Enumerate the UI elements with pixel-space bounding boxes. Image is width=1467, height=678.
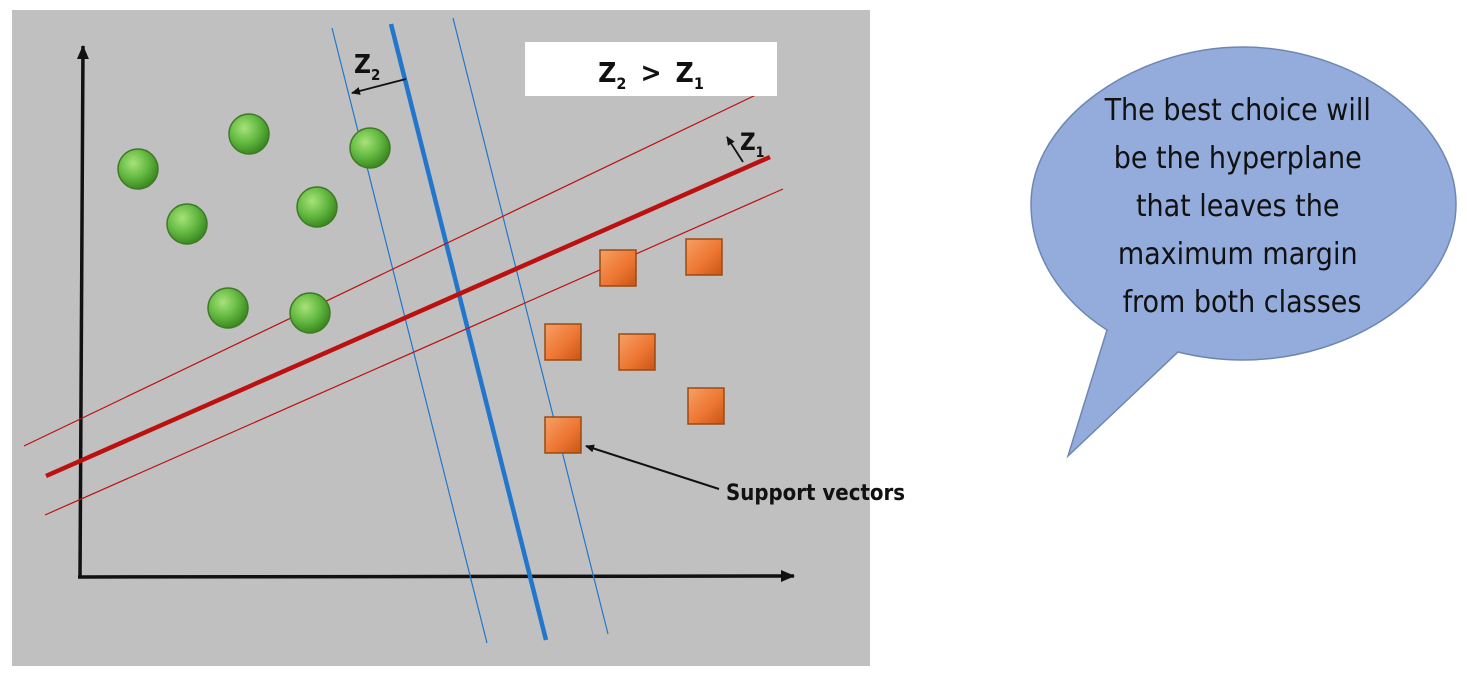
comparison-box-background <box>525 42 777 96</box>
plot-background <box>12 10 870 666</box>
callout-line: be the hyperplane <box>1114 141 1362 176</box>
callout-bubble: The best choice will be the hyperplane t… <box>1030 46 1457 459</box>
circle-point <box>296 186 338 228</box>
comparison-left-sub: 2 <box>616 74 626 93</box>
callout-line: from both classes <box>1123 285 1362 320</box>
y-axis <box>76 45 89 579</box>
comparison-operator: > <box>640 56 661 89</box>
square-point <box>618 333 656 371</box>
z1-margin-line-upper <box>23 91 763 447</box>
callout-line: maximum margin <box>1118 237 1358 272</box>
circle-class-points <box>117 113 391 334</box>
z2-margin-label-group: Z2 <box>351 50 407 95</box>
square-point <box>544 323 582 361</box>
callout-line: The best choice will <box>1104 93 1371 128</box>
square-point <box>599 249 637 287</box>
support-vectors-annotation: Support vectors <box>585 444 905 506</box>
z2-hyperplane-group <box>331 17 609 644</box>
z2-label-base: Z <box>354 50 371 80</box>
z1-label-base: Z <box>740 128 756 156</box>
square-class-points <box>544 238 725 454</box>
callout-line: that leaves the <box>1136 189 1340 224</box>
callout-text: The best choice will be the hyperplane t… <box>1104 93 1380 320</box>
z2-hyperplane <box>388 23 549 641</box>
circle-point <box>166 203 208 245</box>
comparison-left-base: Z <box>598 56 616 89</box>
circle-point <box>349 127 391 169</box>
z2-margin-label: Z2 <box>354 50 380 84</box>
x-axis <box>77 570 795 583</box>
comparison-right-base: Z <box>676 56 694 89</box>
callout-shape <box>1030 46 1457 459</box>
square-point <box>685 238 723 276</box>
support-vectors-label: Support vectors <box>726 481 905 506</box>
circle-point <box>228 113 270 155</box>
circle-point <box>117 148 159 190</box>
z1-hyperplane-group <box>23 91 784 516</box>
z2-margin-arrow <box>351 78 407 95</box>
z1-label-sub: 1 <box>756 145 765 161</box>
comparison-right-sub: 1 <box>694 74 704 93</box>
square-point-support-vector <box>544 416 582 454</box>
square-point <box>687 387 725 425</box>
z2-label-sub: 2 <box>371 66 380 84</box>
z1-hyperplane <box>45 154 771 479</box>
comparison-text: Z2>Z1 <box>598 56 704 93</box>
z1-margin-arrow <box>726 136 744 163</box>
z2-margin-line-right <box>452 17 609 635</box>
z1-margin-label: Z1 <box>740 128 764 161</box>
circle-point <box>207 287 249 329</box>
circle-point-support-vector <box>289 292 331 334</box>
z1-margin-line-lower <box>44 188 784 516</box>
comparison-box: Z2>Z1 <box>525 42 777 96</box>
z2-margin-line-left <box>331 27 488 644</box>
support-vectors-arrow <box>585 444 720 490</box>
z1-margin-label-group: Z1 <box>726 128 764 163</box>
